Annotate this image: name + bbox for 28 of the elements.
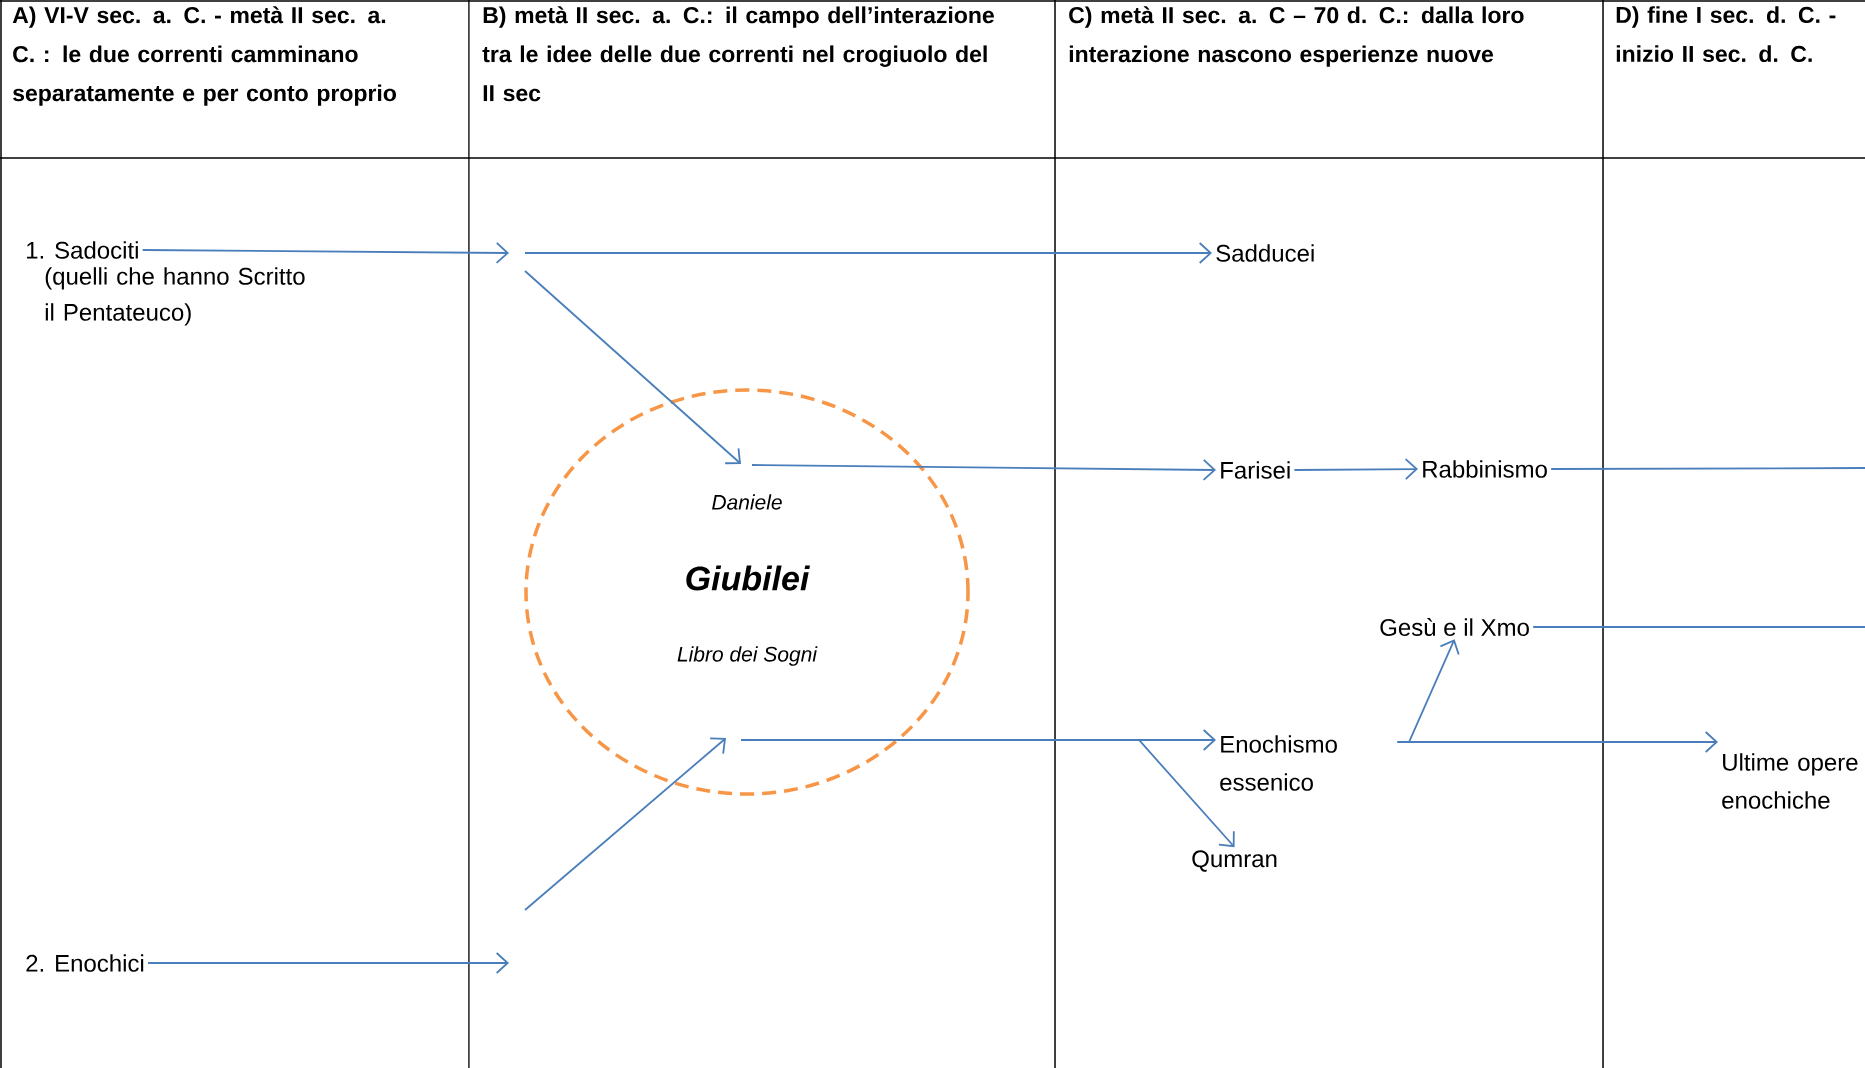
column-heading: C) metà II sec. a. C – 70 d. C.: dalla loro interazione nascono esperienze nuove xyxy=(1069,6,1524,67)
arrow xyxy=(141,242,509,264)
node-text: Farisei xyxy=(1221,461,1290,479)
arrow xyxy=(1396,639,1460,743)
arrow xyxy=(524,270,741,465)
line xyxy=(1532,626,1865,628)
node-text: 2. Enochici xyxy=(26,954,144,972)
arrow xyxy=(147,952,509,974)
column-heading: D) fine I sec. d. C. - inizio II sec. d. C. xyxy=(1616,6,1836,63)
arrow xyxy=(524,737,726,911)
dashed-circle xyxy=(524,388,970,796)
node-text: Sadducei xyxy=(1216,244,1314,262)
column-heading: A) VI-V sec. a. C. - metà II sec. a. C. : le due correnti camminano separatamente e per conto proprio xyxy=(12,6,396,106)
node-text: Ultime opere enochiche xyxy=(1722,753,1858,809)
node-text: Rabbinismo xyxy=(1423,460,1547,478)
arrow xyxy=(740,739,1235,848)
node-text: Gesù e il Xmo xyxy=(1380,618,1529,636)
column-heading: B) metà II sec. a. C.: il campo dell’interazione tra le idee delle due correnti nel crogiuolo del II sec xyxy=(482,6,994,102)
node-text: 1. Sadociti (quelli che hanno Scritto il Pentateuco) xyxy=(27,241,305,326)
arrow xyxy=(1293,458,1418,480)
arrow xyxy=(524,242,1212,264)
line xyxy=(1550,467,1865,470)
arrow xyxy=(751,458,1216,481)
book-title: Giubilei xyxy=(686,565,810,591)
book-title: Libro dei Sogni xyxy=(677,646,818,666)
book-title: Daniele xyxy=(712,494,782,510)
node-text: Qumran xyxy=(1192,850,1277,872)
node-text: Enochismo essenico xyxy=(1220,735,1337,791)
